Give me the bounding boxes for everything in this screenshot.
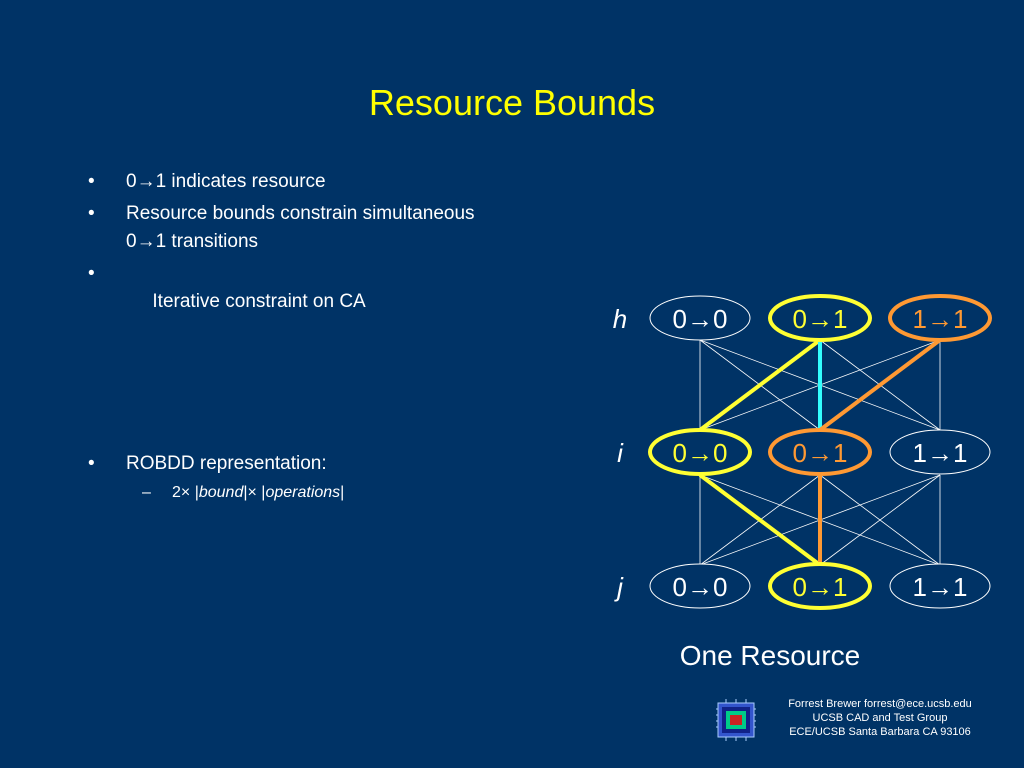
robdd-section: ROBDD representation: 2× |bound|× |opera… bbox=[88, 450, 558, 504]
edge bbox=[819, 474, 941, 566]
row-label-i: i bbox=[617, 438, 624, 468]
node-j-01 bbox=[768, 562, 872, 610]
bullet-item: Resource bounds constrain simultaneous 0… bbox=[88, 200, 558, 256]
footer-group: UCSB CAD and Test Group bbox=[812, 712, 948, 724]
node-i-01-label: 0→1 bbox=[793, 438, 848, 468]
node-h-00 bbox=[649, 295, 751, 341]
node-i-00 bbox=[648, 428, 752, 476]
node-i-01 bbox=[768, 428, 872, 476]
node-i-11-label: 1→1 bbox=[913, 438, 968, 468]
node-i-11 bbox=[889, 429, 991, 475]
bullet-text-cont: 0→1 transitions bbox=[126, 231, 259, 252]
highlight-edge-orange bbox=[818, 338, 942, 432]
transition-graph: h i j 0→0 0→1 1→1 0→0 0→1 1→1 0→0 0→1 1→… bbox=[613, 294, 992, 610]
ucsb-logo-icon bbox=[716, 699, 756, 741]
footer-author: Forrest Brewer forrest@ece.ucsb.edu bbox=[788, 698, 972, 710]
sub-text-prefix: 2× | bbox=[172, 484, 199, 501]
slide-footer: Forrest Brewer forrest@ece.ucsb.edu UCSB… bbox=[760, 697, 1000, 739]
node-j-00 bbox=[649, 563, 751, 609]
bullet-item: 0→1 indicates resource bbox=[88, 168, 558, 196]
bullet-text: ROBDD representation: bbox=[126, 453, 327, 474]
bullet-text: Iterative constraint on CA bbox=[147, 291, 366, 312]
bullet-text: 0→1 indicates resource bbox=[126, 171, 326, 192]
node-h-01-label: 0→1 bbox=[793, 304, 848, 334]
node-h-00-label: 0→0 bbox=[673, 304, 728, 334]
node-h-01 bbox=[768, 294, 872, 342]
bullet-list: 0→1 indicates resource Resource bounds c… bbox=[88, 168, 558, 348]
node-j-11 bbox=[889, 563, 991, 609]
node-h-11-label: 1→1 bbox=[913, 304, 968, 334]
sub-text-ops: operations bbox=[265, 484, 341, 501]
graph-caption: One Resource bbox=[679, 640, 861, 671]
node-h-11 bbox=[888, 294, 992, 342]
highlight-edge-yellow bbox=[698, 338, 822, 432]
sub-text-suffix: | bbox=[340, 484, 345, 501]
sub-text-mid: |× | bbox=[243, 484, 266, 501]
slide-title: Resource Bounds bbox=[368, 82, 656, 123]
highlight-edge-yellow bbox=[698, 473, 822, 567]
row-label-j: j bbox=[614, 572, 624, 602]
node-i-00-label: 0→0 bbox=[673, 438, 728, 468]
node-j-01-label: 0→1 bbox=[793, 572, 848, 602]
node-j-11-label: 1→1 bbox=[913, 572, 968, 602]
footer-address: ECE/UCSB Santa Barbara CA 93106 bbox=[789, 726, 971, 738]
sub-text-bound: bound bbox=[198, 484, 244, 501]
row-label-h: h bbox=[613, 304, 627, 334]
bullet-item: ROBDD representation: bbox=[88, 450, 558, 478]
sub-bullet-item: 2× |bound|× |operations| bbox=[88, 482, 558, 504]
node-j-00-label: 0→0 bbox=[673, 572, 728, 602]
bullet-item: Iterative constraint on CA bbox=[88, 260, 558, 344]
bullet-text: Resource bounds constrain simultaneous bbox=[126, 203, 475, 224]
